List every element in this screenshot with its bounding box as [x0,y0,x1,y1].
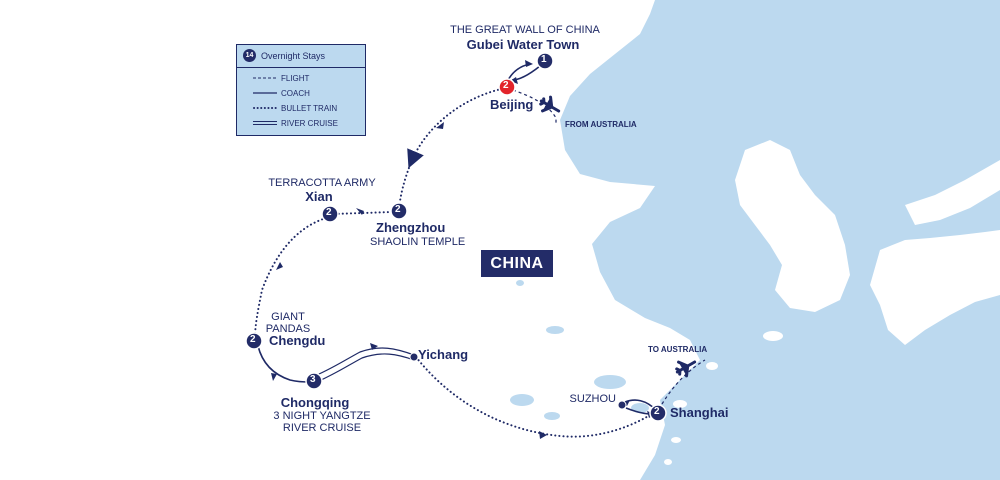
bullet-train-arrows [276,122,547,439]
marker-chongqing [305,372,323,390]
coach-line-swatch [253,92,277,94]
label-xian: Xian [305,189,333,204]
badge-gubei: 1 [541,54,547,65]
label-chongqing: Chongqing [280,395,350,410]
label-zhengzhou: Zhengzhou [376,220,446,235]
flight-departure-path [661,359,706,405]
overnight-label: Overnight Stays [261,50,326,61]
route-xian-chengdu [254,217,327,339]
marker-shanghai [649,404,667,422]
korea-land [735,140,850,312]
label-yichang: Yichang [418,347,469,362]
legend-header: 14 Overnight Stays [243,49,325,62]
badge-xian: 2 [326,207,332,218]
river-cruise-arrow [370,343,378,350]
label-beijing: Beijing [490,97,534,112]
label-gubei: Gubei Water Town [466,37,580,52]
marker-yichang [409,352,419,362]
marker-gubei [536,52,554,70]
marker-suzhou [617,400,627,410]
badge-shanghai: 2 [654,406,660,417]
inland-lakes [510,280,649,420]
river-cruise-route [309,347,415,385]
label-chengdu-note: GIANT PANDAS [266,311,310,335]
label-suzhou: SUZHOU [569,393,616,405]
chengdu-note-line-1: GIANT [271,311,305,323]
legend: 14 Overnight Stays FLIGHT COACH BULLET T… [236,44,366,136]
badge-zhengzhou: 2 [395,204,401,215]
route-beijing-zhengzhou [398,87,507,211]
legend-item-bullet-train: BULLET TRAIN [253,102,337,114]
legend-divider [237,67,365,68]
marker-beijing [498,78,516,96]
badge-beijing: 2 [503,80,509,91]
label-chengdu: Chengdu [269,333,326,348]
label-from-australia: FROM AUSTRALIA [565,120,637,129]
country-label: CHINA [481,250,553,277]
label-zhengzhou-note: SHAOLIN TEMPLE [370,236,466,248]
badge-chongqing: 3 [310,374,316,385]
plane-icon [539,95,561,113]
route-yichang-shanghai [415,356,656,438]
chengdu-note-line-2: PANDAS [265,323,311,335]
marker-zhengzhou [390,202,408,220]
islands [664,331,783,465]
label-xian-note: TERRACOTTA ARMY [268,177,376,189]
legend-item-label: BULLET TRAIN [281,103,338,113]
badge-chengdu: 2 [250,334,256,345]
route-chengdu-chongqing [257,345,311,383]
label-shanghai: Shanghai [670,405,729,420]
japan-land [870,160,1000,345]
marker-xian [321,205,339,223]
stop-markers [245,52,667,422]
legend-item-label: RIVER CRUISE [281,118,338,128]
legend-item-flight: FLIGHT [253,72,309,84]
overnight-count-badge: 14 [243,49,256,62]
legend-item-coach: COACH [253,87,310,99]
label-to-australia: TO AUSTRALIA [648,345,708,354]
label-chongqing-note: 3 NIGHT YANGTZE RIVER CRUISE [273,410,370,434]
chongqing-note-line-2: RIVER CRUISE [282,422,362,434]
bullet-train-line-swatch [253,107,277,109]
legend-item-river-cruise: RIVER CRUISE [253,117,338,129]
plane-icon [675,360,697,378]
marker-chengdu [245,332,263,350]
chongqing-note-line-1: 3 NIGHT YANGTZE [273,410,371,422]
river-cruise-line-swatch [253,121,277,125]
legend-item-label: FLIGHT [281,73,310,83]
label-gubei-note: THE GREAT WALL OF CHINA [450,24,600,36]
legend-item-label: COACH [281,88,310,98]
flight-line-swatch [253,77,277,79]
